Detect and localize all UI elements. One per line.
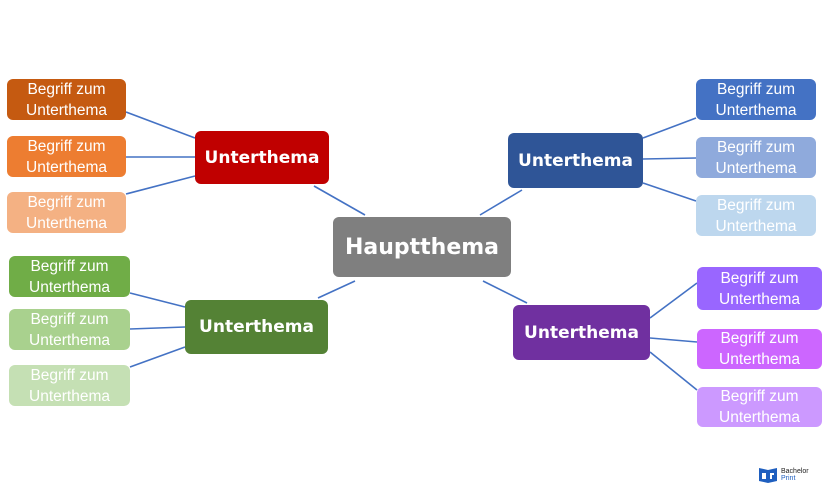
- main-topic-node: Hauptthema: [333, 217, 511, 277]
- subtopic-node: Unterthema: [185, 300, 328, 354]
- subtopic-node-label: Unterthema: [518, 150, 633, 171]
- subtopic-node-label: Unterthema: [524, 322, 639, 343]
- logo-text-print: Print: [781, 475, 796, 482]
- subtopic-node: Unterthema: [513, 305, 650, 360]
- connector-sub-0-leaf-0: [125, 111, 196, 139]
- subtopic-node: Unterthema: [508, 133, 643, 188]
- connector-sub-2-leaf-0: [129, 292, 186, 308]
- connector-sub-0-leaf-2: [125, 175, 196, 195]
- subtopic-node: Unterthema: [195, 131, 329, 184]
- connector-sub-3-leaf-1: [649, 337, 698, 343]
- connector-main-sub-0: [313, 185, 366, 216]
- subtopic-node-label: Unterthema: [204, 147, 320, 168]
- connector-main-sub-1: [479, 189, 523, 216]
- logo-text-bachelor: Bachelor: [781, 468, 809, 475]
- connector-main-sub-3: [482, 280, 528, 304]
- connector-sub-1-leaf-0: [642, 117, 697, 139]
- connector-sub-2-leaf-2: [129, 346, 186, 368]
- connector-main-sub-2: [317, 280, 356, 299]
- connector-sub-3-leaf-2: [649, 351, 698, 391]
- main-topic-node-label: Hauptthema: [344, 234, 500, 260]
- connector-sub-2-leaf-1: [129, 326, 186, 330]
- connector-sub-1-leaf-1: [642, 157, 697, 160]
- connector-sub-3-leaf-0: [649, 282, 698, 319]
- connector-sub-1-leaf-2: [642, 182, 697, 202]
- book-logo-icon: [759, 468, 777, 483]
- subtopic-node-label: Unterthema: [199, 317, 314, 337]
